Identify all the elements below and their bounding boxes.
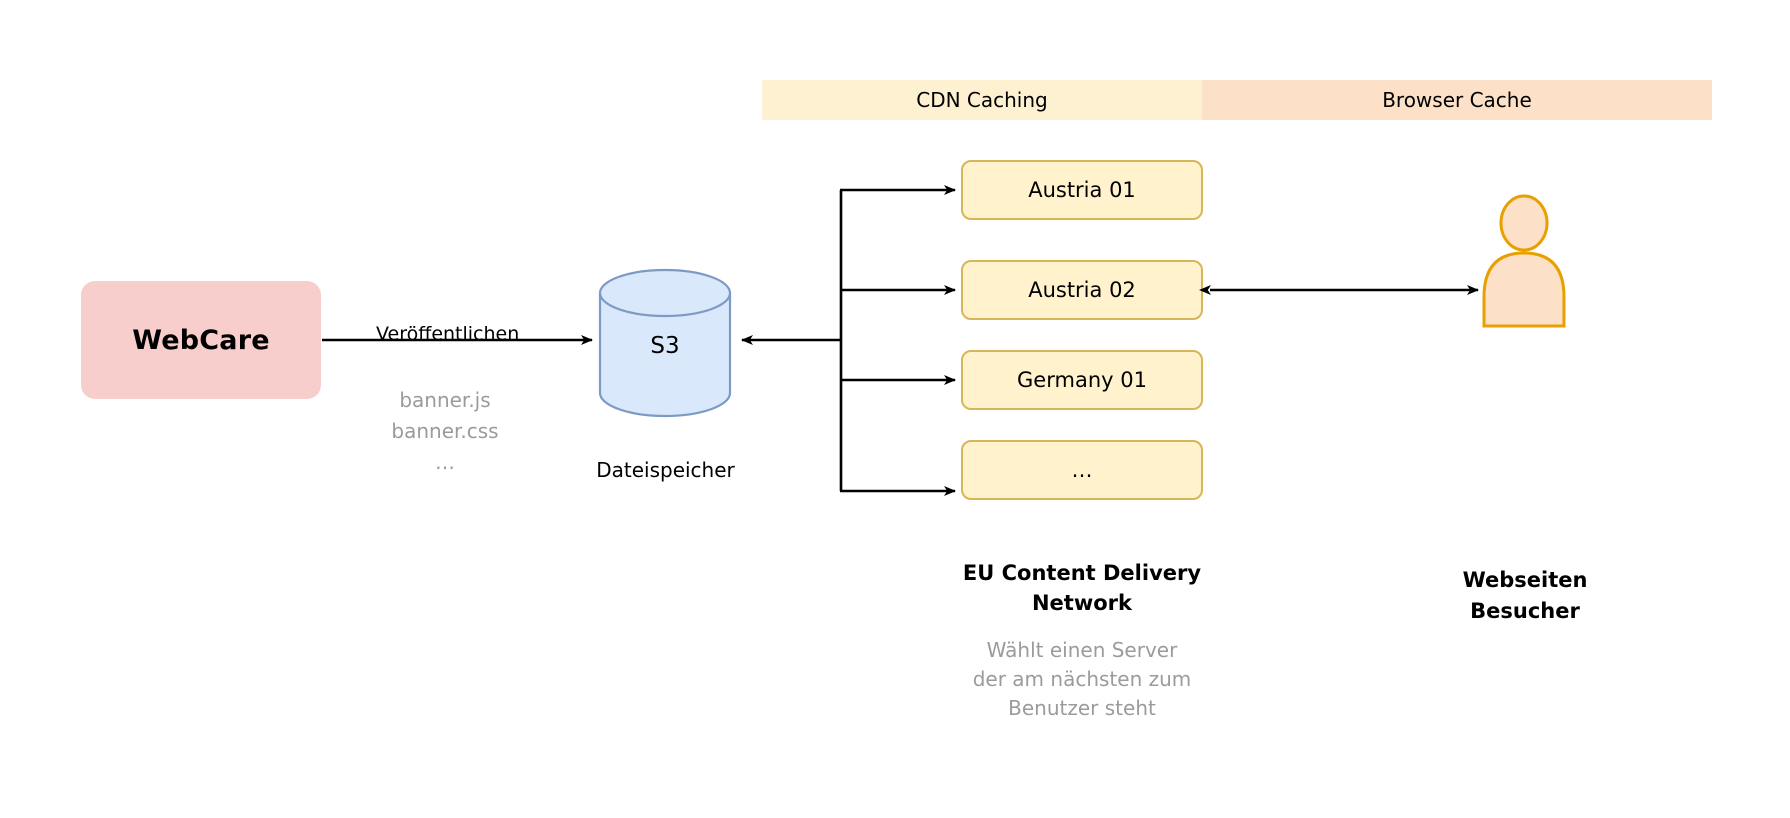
published-files-list: banner.js banner.css … [355, 385, 535, 478]
cdn-group-title: EU Content Delivery Network [930, 558, 1234, 618]
cdn-group-subtitle-line: Wählt einen Server [986, 638, 1178, 662]
published-file-item: banner.css [391, 419, 499, 443]
visitor-caption-line: Webseiten [1462, 568, 1588, 592]
published-file-item: banner.js [399, 388, 491, 412]
cdn-node-austria-01[interactable]: Austria 01 [961, 160, 1203, 220]
webcare-label: WebCare [132, 324, 270, 356]
phase-strip-cdn-caching: CDN Caching [762, 80, 1202, 120]
publish-edge-label: Veröffentlichen [372, 323, 524, 345]
cdn-group-title-line: Network [1031, 591, 1132, 615]
cdn-group-subtitle-line: Benutzer steht [1008, 696, 1156, 720]
phase-strip-browser-cache: Browser Cache [1202, 80, 1712, 120]
s3-caption: Dateispeicher [596, 458, 735, 482]
s3-label: S3 [650, 333, 680, 359]
cdn-group-subtitle-line: der am nächsten zum [972, 667, 1192, 691]
s3-storage-cylinder-icon [598, 268, 732, 418]
cdn-node-austria-02[interactable]: Austria 02 [961, 260, 1203, 320]
cdn-group-title-line: EU Content Delivery [962, 561, 1202, 585]
webcare-node[interactable]: WebCare [81, 281, 321, 399]
published-file-ellipsis: … [435, 450, 455, 474]
cdn-node-more[interactable]: … [961, 440, 1203, 500]
visitor-caption-line: Besucher [1470, 599, 1580, 623]
cdn-node-germany-01[interactable]: Germany 01 [961, 350, 1203, 410]
visitor-caption: Webseiten Besucher [1420, 565, 1630, 627]
visitor-person-icon [1482, 194, 1566, 328]
cdn-group-subtitle: Wählt einen Server der am nächsten zum B… [930, 636, 1234, 723]
